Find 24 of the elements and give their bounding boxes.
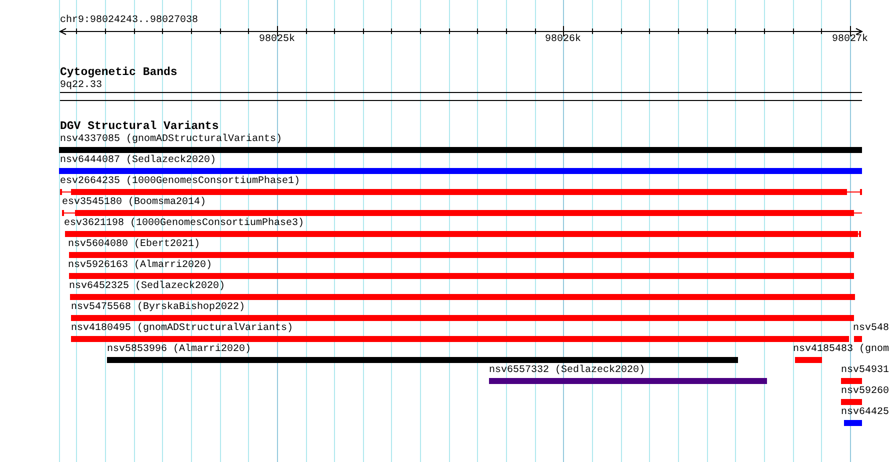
tick-label: 98027k [832, 34, 868, 45]
track-title: Cytogenetic Bands [60, 67, 178, 79]
tick-label: 98026k [545, 34, 582, 45]
feature-label: nsv6557332 (Sedlazeck2020) [489, 365, 646, 376]
feature-label: esv3545180 (Boomsma2014) [62, 197, 206, 208]
feature-label: nsv5475568 (ByrskaBishop2022) [71, 302, 246, 313]
feature-label: nsv6452325 (Sedlazeck2020) [69, 281, 226, 292]
feature-label: nsv4180495 (gnomADStructuralVariants) [71, 323, 294, 334]
feature-label: nsv6444087 (Sedlazeck2020) [60, 155, 216, 166]
feature-label: nsv4337085 (gnomADStructuralVariants) [60, 134, 282, 145]
location-label: chr9:98024243..98027038 [60, 15, 198, 26]
feature-label: nsv64425 [841, 407, 890, 418]
feature-label: nsv5853996 (Almarri2020) [107, 344, 252, 355]
feature-label: nsv5604080 (Ebert2021) [68, 239, 200, 250]
feature-label: esv3621198 (1000GenomesConsortiumPhase3) [64, 218, 304, 229]
feature-label: esv2664235 (1000GenomesConsortiumPhase1) [60, 176, 300, 187]
feature-label: nsv5926163 (Almarri2020) [68, 260, 212, 271]
tick-label: 98025k [259, 34, 296, 45]
band-label: 9q22.33 [60, 80, 102, 91]
feature-label: nsv548 [853, 323, 890, 334]
feature-label: nsv59260 [841, 386, 890, 397]
feature-label: nsv54931 [841, 365, 890, 376]
feature-label: nsv4185483 (gnom [793, 344, 890, 355]
track-title: DGV Structural Variants [60, 121, 219, 133]
